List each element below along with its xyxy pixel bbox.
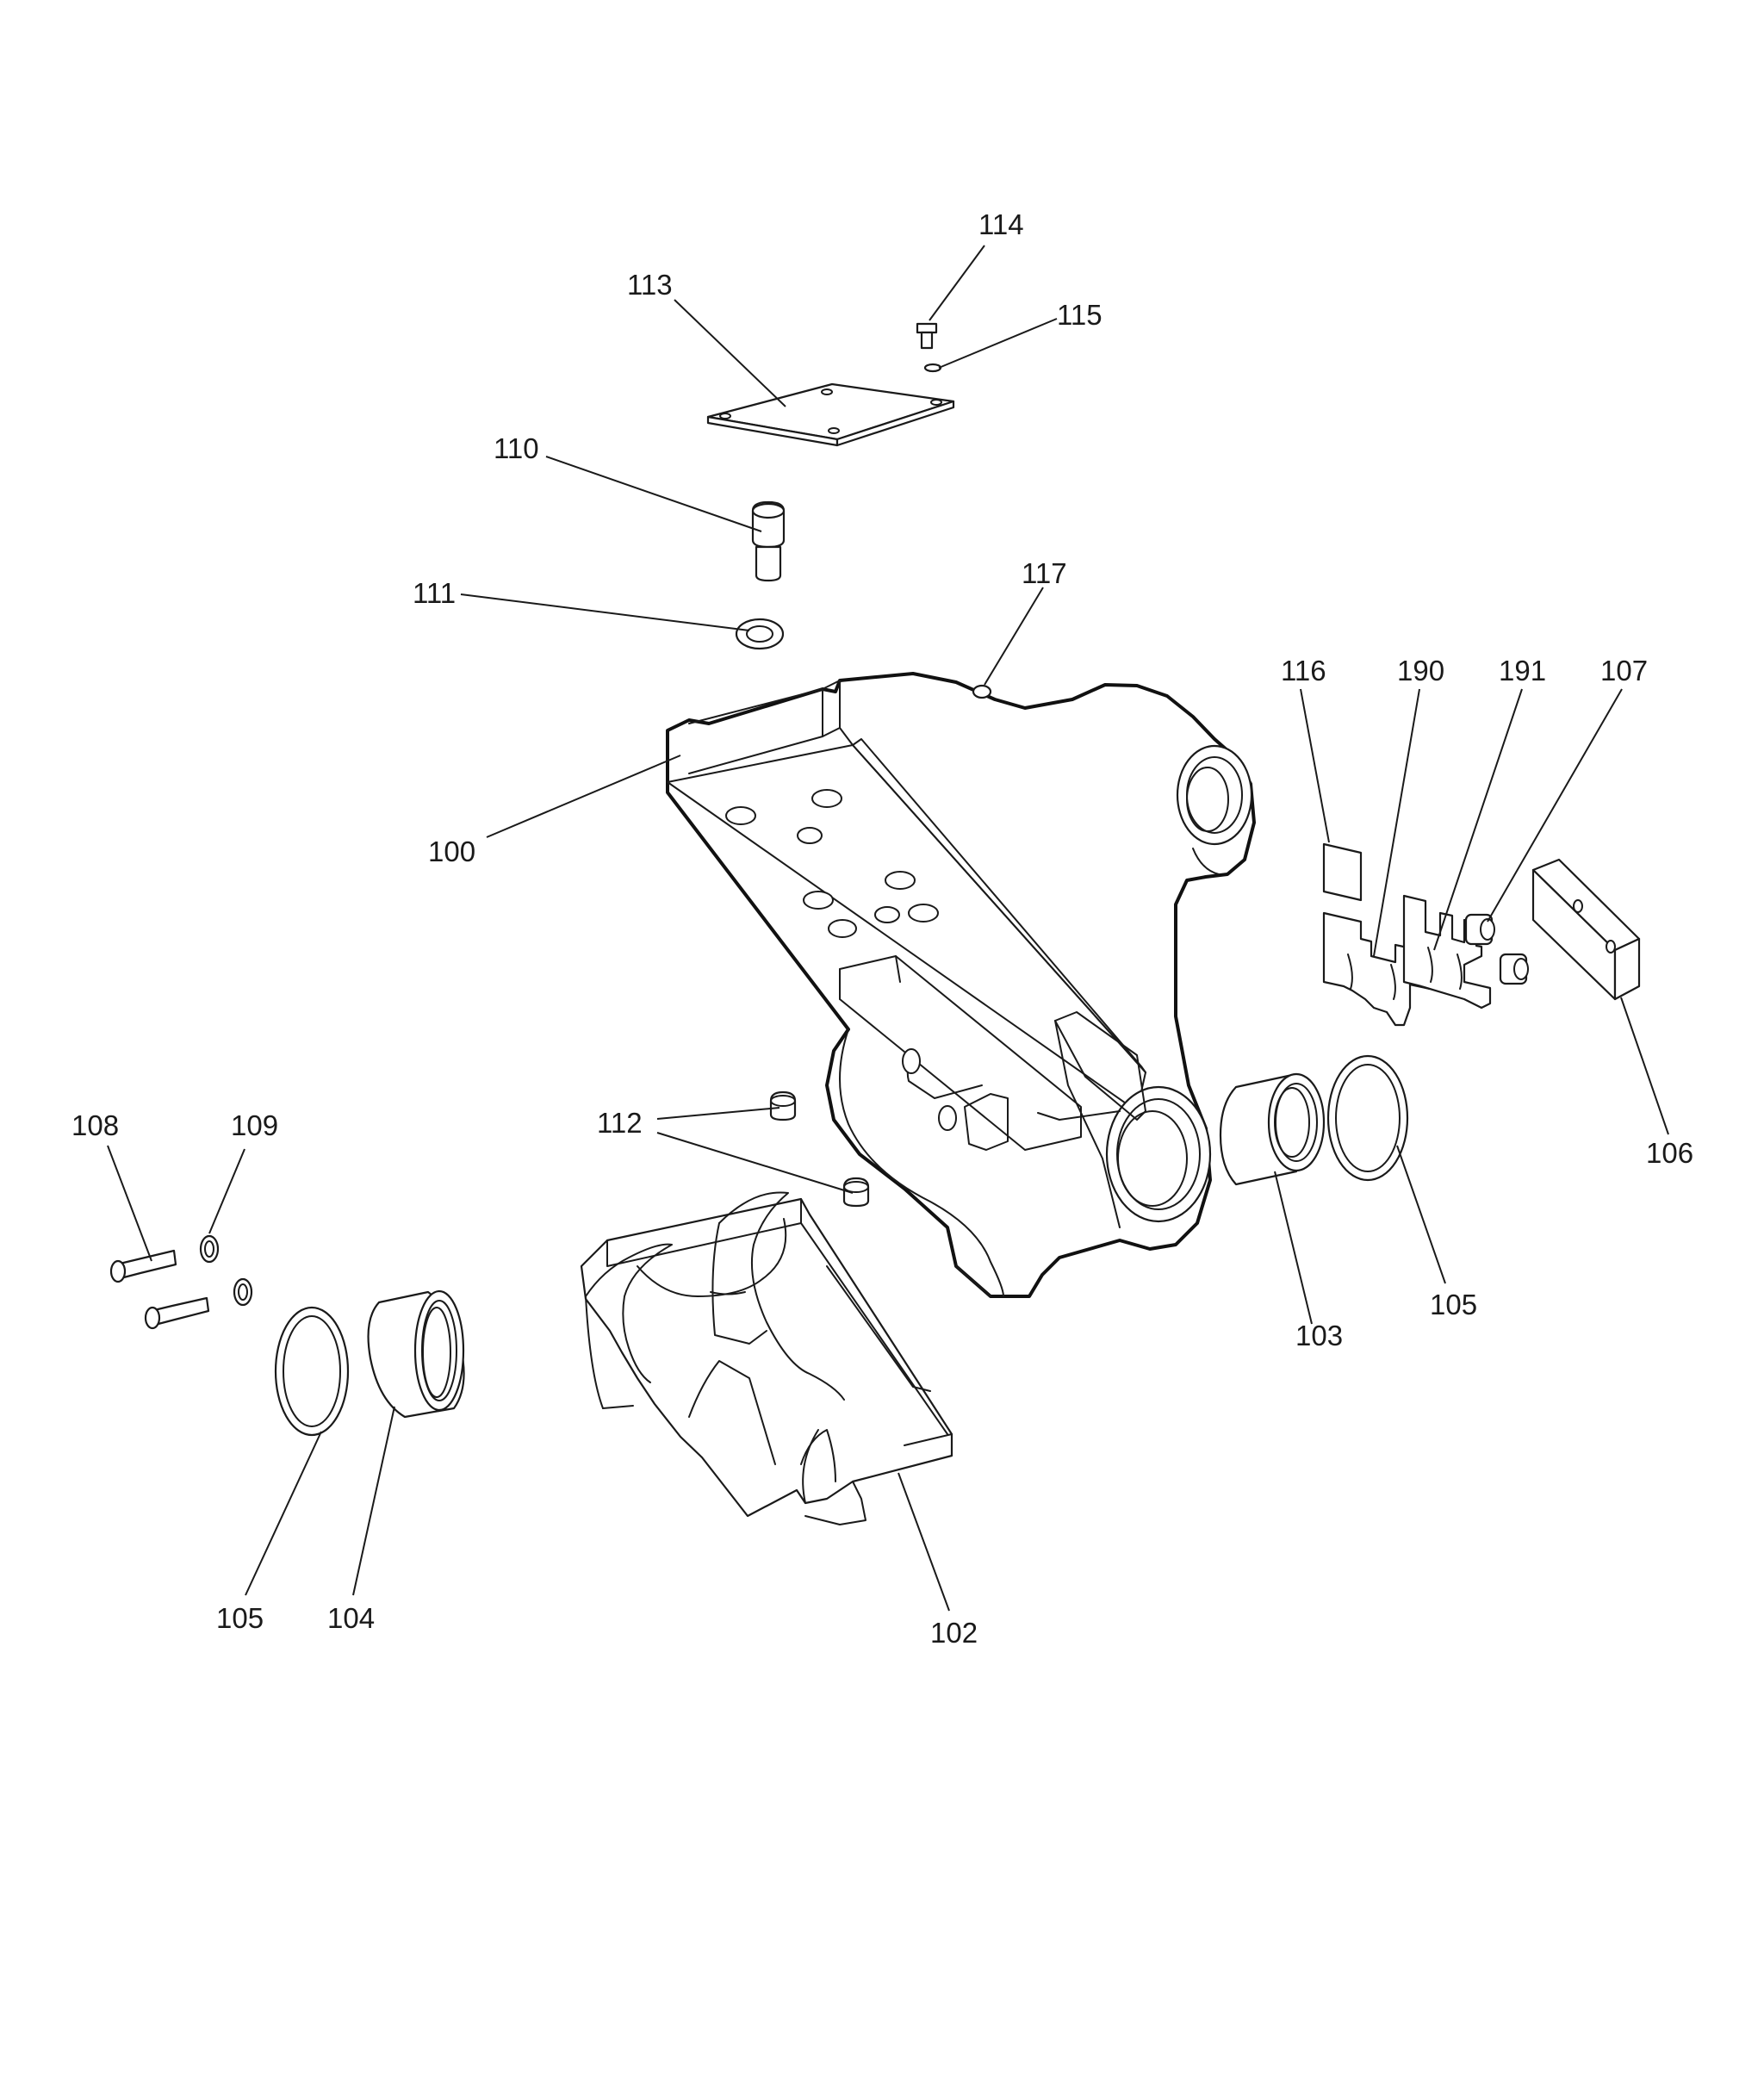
callout-105-left: 105	[216, 1602, 264, 1634]
leader-lines	[107, 245, 1669, 1612]
callout-112: 112	[597, 1107, 643, 1139]
callout-116: 116	[1281, 655, 1326, 686]
small-bushing-part	[1464, 913, 1529, 985]
callout-115: 115	[1057, 299, 1102, 331]
callout-109: 109	[231, 1109, 278, 1141]
callout-107: 107	[1600, 655, 1648, 686]
small-screw-part	[916, 322, 938, 350]
cover-plate-part	[706, 382, 955, 447]
cap-screw-part	[751, 500, 786, 582]
callout-117: 117	[1022, 557, 1067, 589]
shim-plate-part	[1322, 842, 1363, 902]
seal-ring-left-part	[274, 1306, 350, 1437]
small-washer-part	[923, 363, 942, 373]
callout-111: 111	[413, 577, 456, 609]
callout-191: 191	[1499, 655, 1546, 686]
callout-110: 110	[494, 432, 539, 464]
screw-part	[109, 1249, 210, 1330]
lock-washer-part	[199, 1234, 253, 1307]
callout-102: 102	[930, 1617, 978, 1649]
pin-part	[769, 1090, 870, 1208]
callout-103: 103	[1295, 1320, 1343, 1351]
callout-114: 114	[978, 208, 1024, 240]
block-part	[1531, 858, 1641, 1001]
callout-108: 108	[71, 1109, 119, 1141]
callout-106: 106	[1646, 1137, 1693, 1169]
callout-105-right: 105	[1430, 1289, 1477, 1320]
bushing-left-part	[367, 1289, 465, 1419]
main-housing-part	[666, 672, 1256, 1298]
callout-113: 113	[627, 269, 673, 301]
callouts: 114 113 115 110 111 117 100 116 190 191 …	[71, 208, 1693, 1649]
callout-190: 190	[1397, 655, 1444, 686]
seal-ring-right-part	[1326, 1054, 1409, 1182]
lower-bracket-part	[580, 1191, 953, 1525]
callout-100: 100	[428, 836, 475, 867]
bushing-right-part	[1219, 1072, 1326, 1186]
callout-104: 104	[327, 1602, 375, 1634]
washer-part	[735, 618, 785, 650]
